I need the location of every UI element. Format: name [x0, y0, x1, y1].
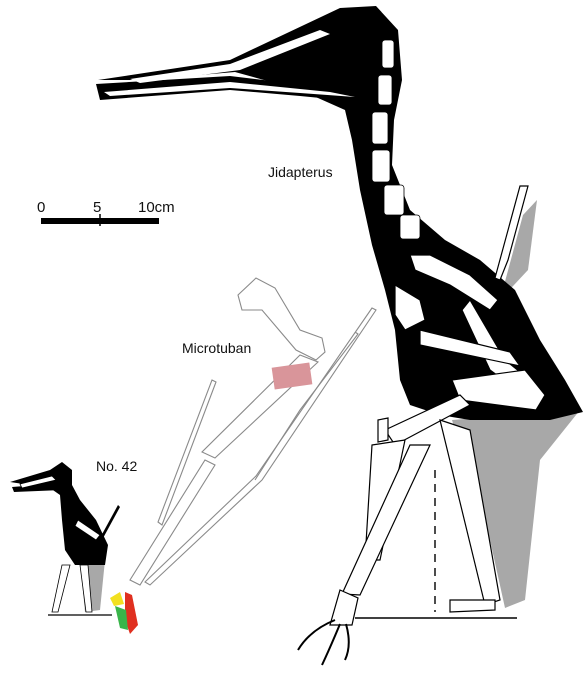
- no42-bones: [19, 475, 101, 613]
- microtuban-digit-green: [115, 606, 128, 630]
- jidapterus-silhouette: [98, 6, 583, 420]
- microtuban-digit-red: [125, 592, 138, 634]
- microtuban-digit-yellow: [110, 592, 124, 606]
- jidapterus-claws: [297, 619, 350, 666]
- microtuban-skeleton: [129, 277, 377, 586]
- jidapterus-lower-jaw: [96, 76, 362, 102]
- no42-skeleton: [10, 462, 120, 616]
- no42-lower-jaw: [12, 484, 62, 492]
- jidapterus-neck-vertebrae: [371, 39, 421, 240]
- jidapterus-wing-shadow: [500, 200, 537, 300]
- no42-pteroid: [100, 505, 120, 540]
- microtuban-highlight: [271, 362, 313, 390]
- label-microtuban: Microtuban: [182, 340, 252, 356]
- jidapterus-hindlimb: [329, 419, 501, 626]
- microtuban-hand: [110, 592, 138, 634]
- jidapterus-skeleton: [96, 6, 583, 666]
- jidapterus-skull-bone: [130, 30, 330, 83]
- no42-silhouette: [10, 462, 108, 565]
- jidapterus-wing-bones: [394, 185, 531, 393]
- microtuban-wing-finger: [144, 307, 377, 586]
- microtuban-humerus: [237, 277, 326, 361]
- scale-bar-label-five: 5: [93, 199, 102, 216]
- scale-bar-label-ten-cm: 10cm: [138, 199, 175, 216]
- microtuban-pteroid: [157, 379, 217, 526]
- microtuban-radius-ulna: [201, 354, 320, 459]
- scale-bar-right-half: [101, 219, 158, 223]
- microtuban-wing-finger-2: [254, 331, 359, 481]
- label-jidapterus: Jidapterus: [268, 164, 333, 180]
- label-no42: No. 42: [96, 458, 138, 474]
- jidapterus-lower-jaw-bone: [104, 82, 355, 97]
- jidapterus-body-shadow: [452, 410, 580, 608]
- scale-bar-label-zero: 0: [37, 199, 46, 216]
- scale-bar: [41, 214, 159, 226]
- microtuban-wing-metacarpal: [129, 459, 216, 586]
